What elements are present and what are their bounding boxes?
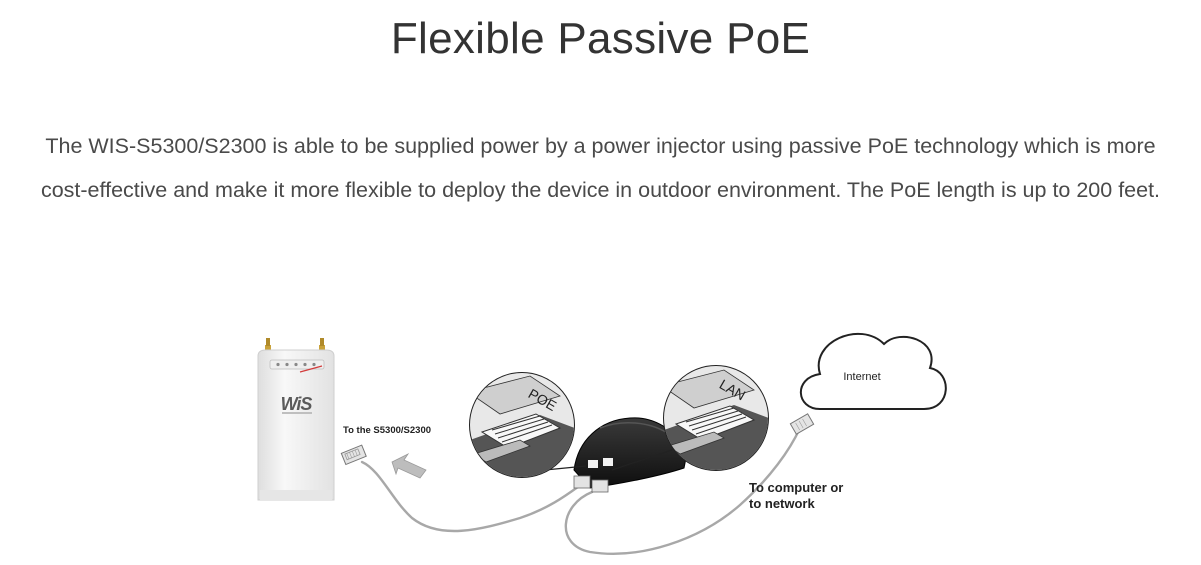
internet-cloud-icon: Internet: [799, 333, 947, 410]
svg-text:To computer or: To computer or: [749, 480, 843, 495]
poe-injector: [573, 417, 689, 493]
lan-port-zoom: LAN: [611, 365, 769, 471]
access-point-device: WiS: [257, 338, 335, 501]
description-line-2: cost-effective and make it more flexible…: [40, 178, 1161, 202]
led-indicators: [269, 359, 325, 370]
description-line-1: The WIS-S5300/S2300 is able to be suppli…: [45, 134, 1156, 158]
ethernet-cables: [360, 426, 802, 555]
device-cable-label: To the S5300/S2300: [343, 425, 431, 436]
cable-to-device: [360, 460, 584, 533]
rj45-plug-network: [789, 413, 815, 435]
lan-port-label: LAN: [717, 376, 749, 403]
description: The WIS-S5300/S2300 is able to be suppli…: [0, 124, 1201, 212]
page-title: Flexible Passive PoE: [390, 14, 811, 63]
network-label: To computer or to network: [749, 480, 843, 511]
rj45-plug-device: [340, 444, 367, 466]
svg-text:to network: to network: [749, 496, 815, 511]
cable-to-network: [564, 426, 802, 555]
antenna-left: [265, 338, 271, 353]
poe-port-label: POE: [526, 385, 560, 414]
poe-port-zoom: POE: [469, 372, 587, 478]
antenna-right: [319, 338, 325, 353]
svg-text:WiS: WiS: [281, 394, 313, 414]
direction-arrow-icon: [391, 452, 427, 479]
internet-label: Internet: [843, 371, 880, 383]
wis-logo: WiS: [281, 394, 313, 414]
